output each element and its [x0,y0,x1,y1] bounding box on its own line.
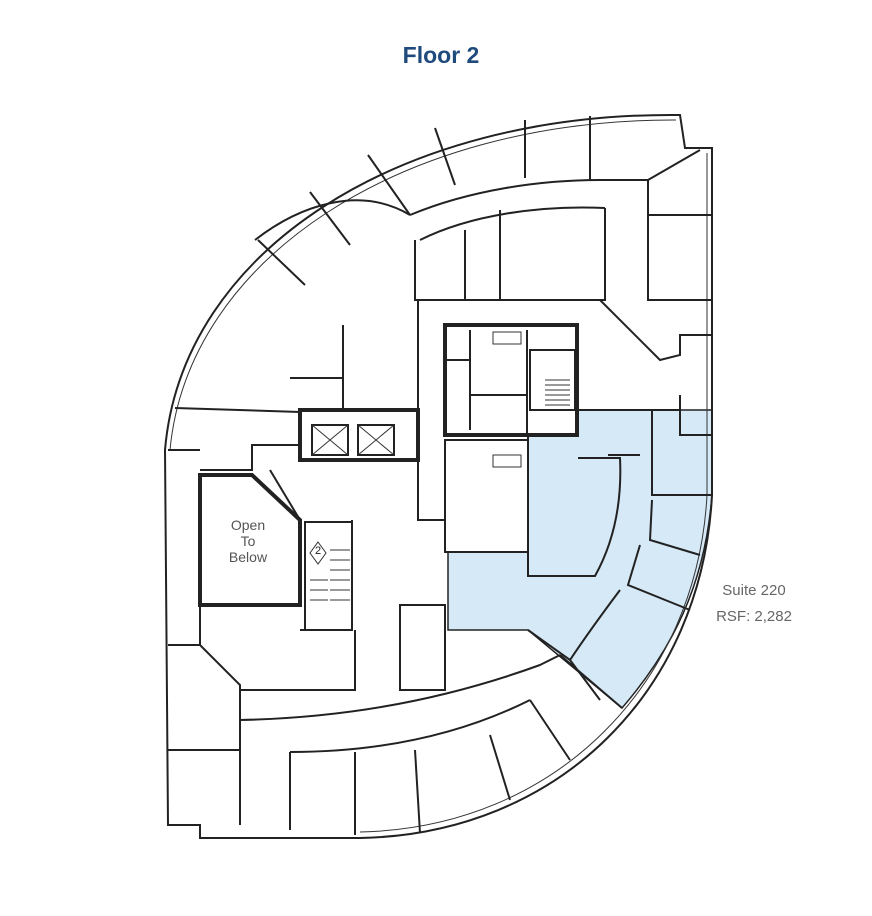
open-label-line1: Open [230,517,266,533]
upper-corridor-inner [419,206,606,241]
open-to-below-label: Open To Below [220,517,276,565]
lower-office-walls [289,654,623,835]
elevators [298,408,420,462]
core-walls [199,300,446,691]
restroom-walls [445,330,528,435]
upper-office-walls [257,116,712,301]
floor-title: Floor 2 [402,42,480,68]
right-core-walls [578,299,712,496]
suite-interior-walls [527,436,701,662]
curtain-wall [169,119,708,833]
stair-left [304,521,353,631]
restroom-core [443,323,579,437]
open-to-below-area[interactable] [198,473,302,607]
sinks-icon-2 [492,454,522,468]
lower-corridor-wall [239,654,561,753]
open-label-line2: To [240,533,256,549]
open-label-line3: Below [228,549,268,565]
building-outline [163,113,713,839]
suite-rsf: RSF: 2,282 [716,608,792,625]
stair-number-diamond [309,541,327,565]
suite-220-area[interactable] [447,409,713,710]
service-room [444,439,529,553]
left-offices-walls [168,449,300,825]
suite-name: Suite 220 [722,582,786,599]
sinks-icon [492,331,522,345]
stair-number: 2 [314,545,322,557]
stair-right [529,349,576,411]
upper-corridor-wall [174,179,648,413]
